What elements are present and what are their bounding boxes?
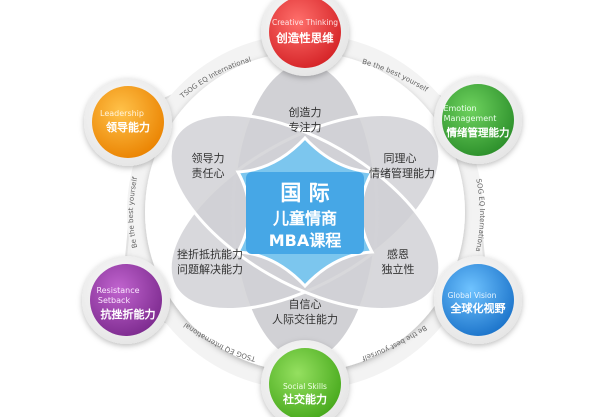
node-resistance-setback[interactable]: Resistance Setback 抗挫折能力 — [82, 256, 170, 344]
petal-lower-left-line2: 问题解决能力 — [177, 262, 243, 276]
node-social-zh: 社交能力 — [282, 392, 327, 406]
node-emotion-en1: Emotion — [443, 104, 476, 113]
center-course: MBA课程 — [269, 231, 342, 250]
node-creative-thinking[interactable]: Creative Thinking 创造性思维 — [261, 0, 349, 76]
node-global-disc — [442, 264, 514, 336]
petal-top-line1: 创造力 — [289, 105, 322, 119]
node-leadership[interactable]: Leadership 领导能力 — [84, 78, 172, 166]
petal-lower-left-line1: 挫折抵抗能力 — [177, 247, 243, 261]
node-global-zh: 全球化视野 — [450, 301, 506, 315]
node-social-disc — [269, 348, 341, 417]
node-resistance-en1: Resistance — [96, 286, 139, 295]
petal-bottom-line1: 自信心 — [289, 298, 322, 311]
node-resistance-en2: Setback — [98, 296, 131, 305]
petal-top-line2: 专注力 — [289, 120, 322, 134]
node-leadership-disc — [92, 86, 164, 158]
node-leadership-en: Leadership — [100, 109, 144, 118]
petal-lower-right-line1: 感恩 — [387, 248, 409, 261]
node-global-vision[interactable]: Global Vision 全球化视野 — [434, 256, 522, 344]
petal-lower-right-line2: 独立性 — [382, 262, 415, 276]
petal-upper-left-line2: 责任心 — [192, 167, 225, 180]
center-badge — [246, 172, 364, 254]
node-emotion-disc — [442, 84, 514, 156]
node-resistance-zh: 抗挫折能力 — [101, 307, 156, 321]
node-creative-zh: 创造性思维 — [275, 31, 334, 45]
node-social-en: Social Skills — [283, 382, 327, 391]
petal-upper-right-line2: 情绪管理能力 — [369, 166, 435, 180]
petal-upper-left-line1: 领导力 — [192, 152, 225, 165]
node-global-en: Global Vision — [448, 291, 497, 300]
center-subtitle: 儿童情商 — [272, 209, 337, 228]
petal-upper-right-line1: 同理心 — [384, 152, 417, 165]
node-emotion-en2: Management — [444, 114, 497, 123]
petal-bottom-line2: 人际交往能力 — [272, 312, 338, 326]
center-title: 国 际 — [280, 181, 329, 205]
node-leadership-zh: 领导能力 — [105, 120, 150, 134]
node-creative-disc — [269, 0, 341, 68]
node-resistance-disc — [90, 264, 162, 336]
node-creative-en: Creative Thinking — [272, 18, 338, 27]
node-emotion-zh: 情绪管理能力 — [447, 126, 510, 139]
node-social-skills[interactable]: Social Skills 社交能力 — [261, 340, 349, 417]
node-emotion-management[interactable]: Emotion Management 情绪管理能力 — [434, 76, 522, 164]
